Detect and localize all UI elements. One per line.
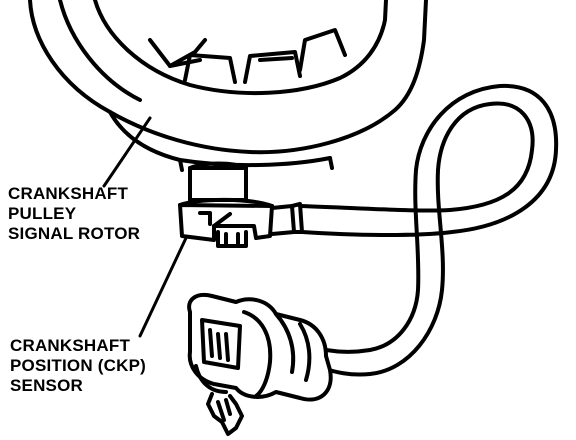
label-crankshaft-pulley-signal-rotor: CRANKSHAFT PULLEY SIGNAL ROTOR [8,184,140,244]
label-line: POSITION (CKP) [10,356,146,375]
label-line: SENSOR [10,376,83,395]
leader-sensor [138,236,188,338]
crankshaft-pulley [28,0,428,172]
ckp-connector [187,293,333,436]
label-line: CRANKSHAFT [10,336,131,355]
leader-rotor [102,116,152,188]
label-ckp-sensor: CRANKSHAFT POSITION (CKP) SENSOR [10,336,146,396]
sensor-cable [298,83,559,377]
label-line: SIGNAL ROTOR [8,224,141,243]
label-line: PULLEY [8,204,77,223]
ckp-sensor-body [178,161,304,248]
label-line: CRANKSHAFT [8,184,129,203]
leader-lines [102,116,188,338]
